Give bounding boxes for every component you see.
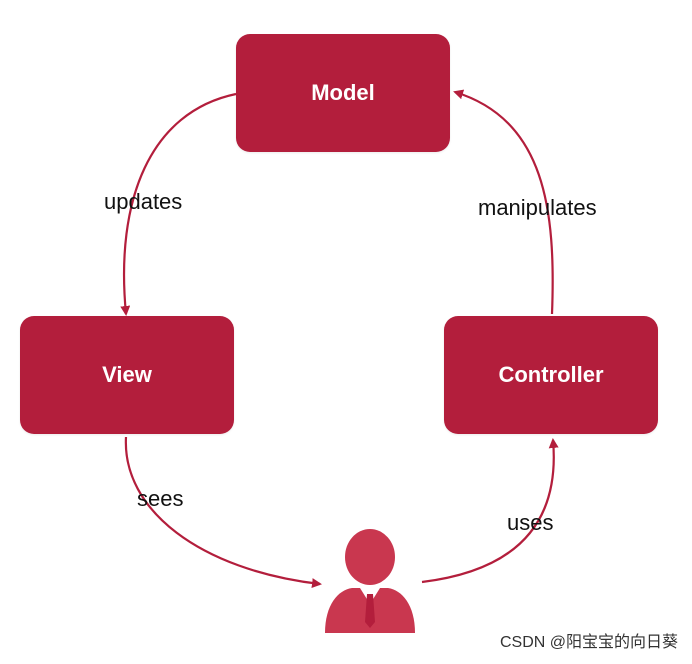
edge-label-sees: sees — [137, 486, 184, 511]
arrow-sees — [124, 436, 322, 589]
arrow-updates — [120, 92, 237, 316]
view-label: View — [102, 362, 152, 387]
edge-label-manipulates: manipulates — [478, 195, 597, 220]
watermark: CSDN @阳宝宝的向日葵 — [499, 634, 678, 651]
user-icon — [325, 529, 415, 633]
arrow-uses — [421, 438, 559, 584]
controller-node: Controller — [444, 316, 658, 434]
controller-label: Controller — [498, 362, 604, 387]
edge-label-uses: uses — [507, 510, 554, 535]
model-node: Model — [236, 34, 450, 152]
view-node: View — [20, 316, 234, 434]
arrow-manipulates — [453, 89, 554, 315]
model-label: Model — [311, 80, 375, 105]
edge-label-updates: updates — [104, 189, 183, 214]
